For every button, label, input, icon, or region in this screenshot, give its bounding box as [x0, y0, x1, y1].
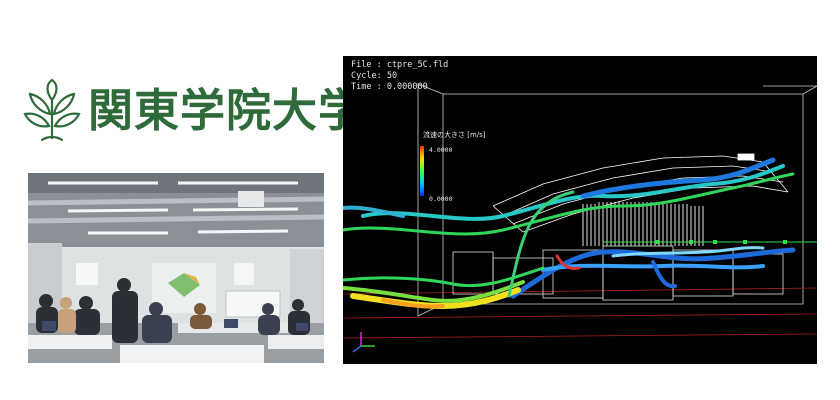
legend-title: 流速の大きさ [m/s] — [423, 131, 486, 139]
airflow-simulation-view: File : ctpre_5C.fld Cycle: 50 Time : 0.0… — [343, 56, 817, 364]
classroom-photo — [28, 173, 324, 363]
university-logo: 関東学院大学 — [22, 78, 363, 144]
velocity-legend-bar — [420, 146, 424, 196]
legend-min: 0.0000 — [429, 195, 453, 203]
university-name: 関東学院大学 — [88, 84, 365, 137]
cycle-line: Cycle: 50 — [351, 71, 398, 81]
university-leaf-emblem-icon — [23, 78, 81, 142]
classroom-scene — [28, 173, 324, 363]
file-line: File : ctpre_5C.fld — [351, 60, 449, 70]
time-line: Time : 0.000000 — [351, 82, 428, 92]
legend-max: 4.0000 — [429, 146, 453, 154]
airflow-visualization — [343, 83, 817, 353]
simulation-info: File : ctpre_5C.fld Cycle: 50 Time : 0.0… — [351, 60, 448, 93]
axis-triad-icon — [352, 332, 375, 353]
